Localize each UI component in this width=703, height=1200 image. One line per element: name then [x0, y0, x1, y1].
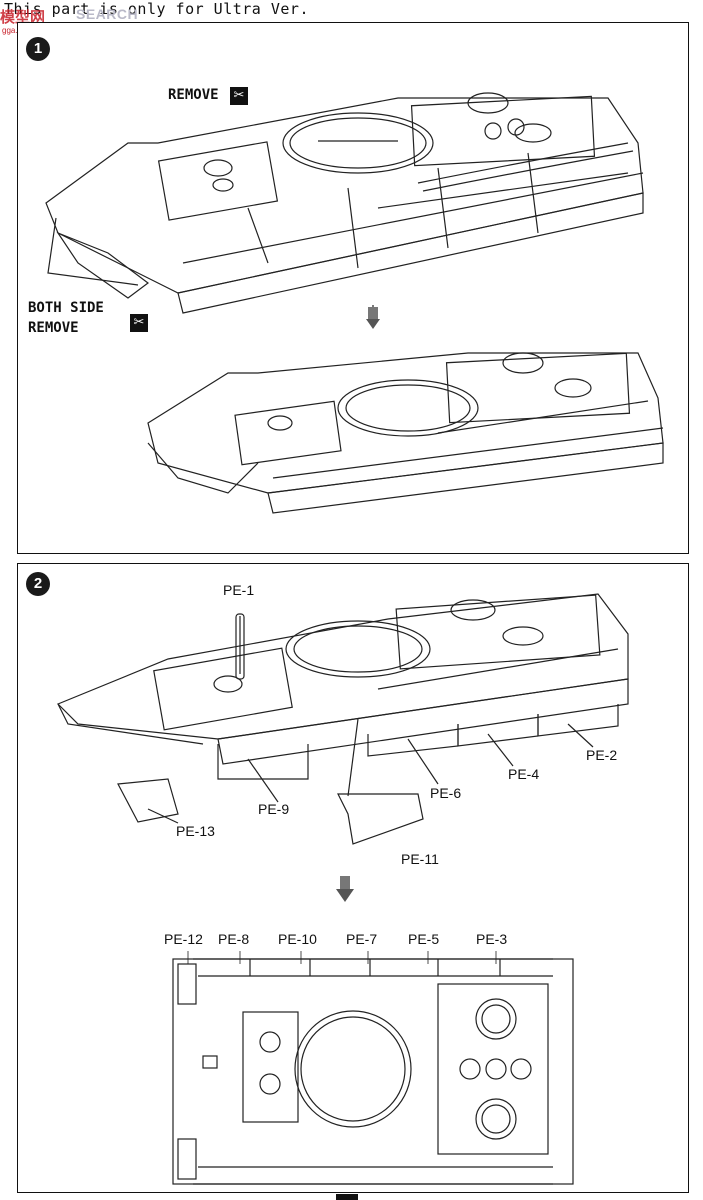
step-1-panel: 1 REMOVE ✂ BOTH SIDE REMOVE ✂: [17, 22, 689, 554]
both-side-remove-label: REMOVE: [28, 320, 79, 336]
part-label-pe-3: PE-3: [476, 931, 508, 947]
part-label-pe-11: PE-11: [401, 851, 439, 867]
part-label-pe-9: PE-9: [258, 801, 290, 817]
both-side-label: BOTH SIDE: [28, 300, 104, 316]
part-label-pe-12: PE-12: [164, 931, 203, 947]
part-label-pe-2: PE-2: [586, 747, 618, 763]
part-label-pe-1: PE-1: [223, 582, 255, 598]
cut-tool-icon: ✂: [230, 87, 248, 105]
part-label-pe-10: PE-10: [278, 931, 317, 947]
part-label-pe-8: PE-8: [218, 931, 250, 947]
part-label-pe-13: PE-13: [176, 823, 215, 839]
header-note: This part is only for Ultra Ver.: [4, 0, 309, 18]
watermark-text: SEARCH: [76, 6, 139, 22]
hull-diagram-step-2: [56, 593, 629, 1185]
part-label-pe-6: PE-6: [430, 785, 462, 801]
step-1-number: 1: [26, 37, 50, 61]
watermark-logo: 模型网: [0, 9, 46, 26]
step-2-number: 2: [26, 572, 50, 596]
part-label-pe-7: PE-7: [346, 931, 378, 947]
page-marker: [336, 1194, 358, 1200]
hull-diagram-before: [45, 92, 664, 514]
cut-tool-icon: ✂: [130, 314, 148, 332]
part-label-pe-5: PE-5: [408, 931, 440, 947]
remove-label: REMOVE: [168, 87, 219, 103]
step-2-panel: 2 PE-1 PE-2 PE-4 PE-6 PE-9 PE-11 PE-13 P…: [17, 563, 689, 1193]
part-label-pe-4: PE-4: [508, 766, 540, 782]
